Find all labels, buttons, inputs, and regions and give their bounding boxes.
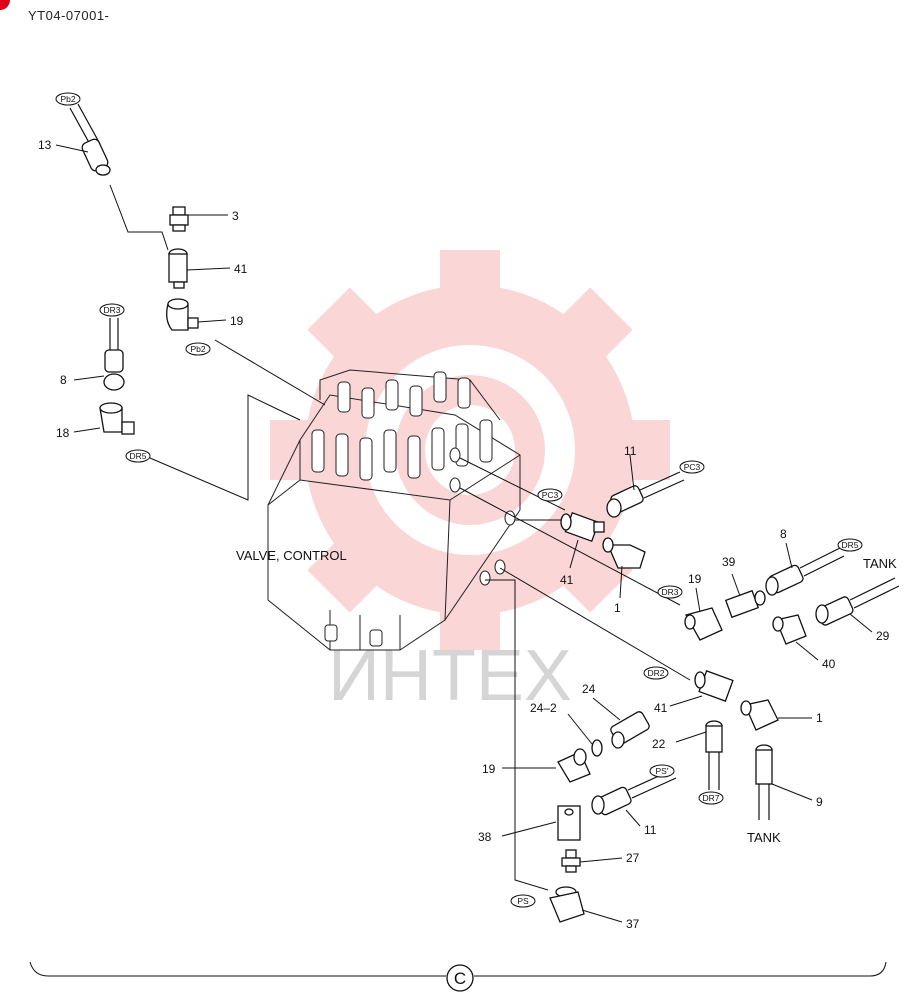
part-41-tee-low <box>694 670 734 702</box>
part-39-fitting <box>724 589 766 619</box>
tag-ps-prime: PS' <box>649 764 675 778</box>
part-41-tee-mid <box>560 511 605 543</box>
callout-8: 8 <box>780 527 787 541</box>
tag-dr3-mid: DR3 <box>657 585 683 599</box>
callout-41: 41 <box>654 701 668 715</box>
part-24-sensor <box>610 711 650 749</box>
tag-dr2: DR2 <box>643 666 669 680</box>
tag-ps: PS <box>510 894 536 908</box>
section-bracket <box>29 961 887 992</box>
part-27-fitting <box>561 849 581 873</box>
leader-lines <box>55 144 873 923</box>
part-13-hose <box>69 103 111 176</box>
part-19-elbow-low <box>557 748 591 783</box>
corner-marker <box>0 0 10 10</box>
svg-text:PS': PS' <box>656 766 669 776</box>
tag-pc3-mid: PC3 <box>537 488 563 502</box>
callout-40: 40 <box>822 657 836 671</box>
part-19-elbow-mid <box>684 607 723 641</box>
tank-label-lower: TANK <box>747 830 781 845</box>
tag-dr5-left: DR5 <box>125 449 151 463</box>
tag-pb2-mid: Pb2 <box>185 342 211 356</box>
part-40-elbow <box>772 614 807 645</box>
part-24-2-oring <box>591 739 603 757</box>
svg-text:PS: PS <box>517 896 529 906</box>
watermark-text: ИНТЕХ <box>328 636 572 716</box>
part-11-hose-pc3 <box>606 471 685 518</box>
callout-29: 29 <box>876 629 890 643</box>
part-3-fitting <box>169 206 189 232</box>
part-1-elbow-low <box>740 699 779 731</box>
part-38-block <box>557 805 581 841</box>
gear-logo-icon <box>270 250 670 650</box>
document-code: YT04-07001- <box>28 8 110 23</box>
callout-19: 19 <box>230 314 244 328</box>
svg-text:DR5: DR5 <box>841 540 858 550</box>
svg-text:PC3: PC3 <box>684 462 701 472</box>
callout-3: 3 <box>232 209 239 223</box>
svg-text:PC3: PC3 <box>542 490 559 500</box>
section-marker-c: C <box>454 969 466 988</box>
tag-dr7: DR7 <box>698 791 724 805</box>
part-19-elbow <box>166 298 199 331</box>
callout-11: 11 <box>624 444 637 458</box>
callout-37: 37 <box>626 917 640 931</box>
control-valve-body <box>267 369 521 651</box>
callout-27: 27 <box>626 851 640 865</box>
callout-39: 39 <box>722 555 736 569</box>
part-11-hose-ps <box>591 769 677 816</box>
part-9-hose <box>755 744 773 820</box>
callout-1: 1 <box>816 711 823 725</box>
connection-lines <box>109 184 691 891</box>
tag-pc3-right: PC3 <box>679 460 705 474</box>
tag-dr5-right: DR5 <box>837 538 863 552</box>
part-8-hose-right <box>765 547 845 596</box>
part-1-elbow-mid <box>602 537 646 569</box>
callout-19: 19 <box>688 572 702 586</box>
callout-24: 24 <box>582 682 596 696</box>
svg-text:Pb2: Pb2 <box>60 94 75 104</box>
callout-8: 8 <box>60 373 67 387</box>
valve-control-label: VALVE, CONTROL <box>236 548 347 563</box>
callout-1: 1 <box>614 601 621 615</box>
svg-text:DR7: DR7 <box>702 793 719 803</box>
svg-text:DR2: DR2 <box>647 668 664 678</box>
tag-dr3-left: DR3 <box>99 303 125 317</box>
tank-label-upper: TANK <box>863 556 897 571</box>
part-18-elbow <box>99 402 135 435</box>
callout-24-2: 24–2 <box>530 701 557 715</box>
part-8-hose-left <box>103 318 125 391</box>
callout-11: 11 <box>644 823 657 837</box>
callout-13: 13 <box>38 138 52 152</box>
part-41-tee <box>168 248 188 289</box>
callout-19: 19 <box>482 762 496 776</box>
watermark <box>270 250 670 650</box>
svg-text:DR3: DR3 <box>103 305 120 315</box>
callout-38: 38 <box>478 830 492 844</box>
callout-18: 18 <box>56 426 70 440</box>
tag-pb2-top: Pb2 <box>55 92 81 106</box>
svg-text:Pb2: Pb2 <box>190 344 205 354</box>
part-37-elbow <box>549 886 585 923</box>
callout-9: 9 <box>816 795 823 809</box>
svg-text:DR5: DR5 <box>129 451 146 461</box>
part-29-hose <box>815 577 900 626</box>
svg-text:DR3: DR3 <box>661 587 678 597</box>
callout-22: 22 <box>652 737 666 751</box>
callout-41: 41 <box>560 573 574 587</box>
part-22-hose <box>705 720 723 790</box>
callout-41: 41 <box>234 262 248 276</box>
